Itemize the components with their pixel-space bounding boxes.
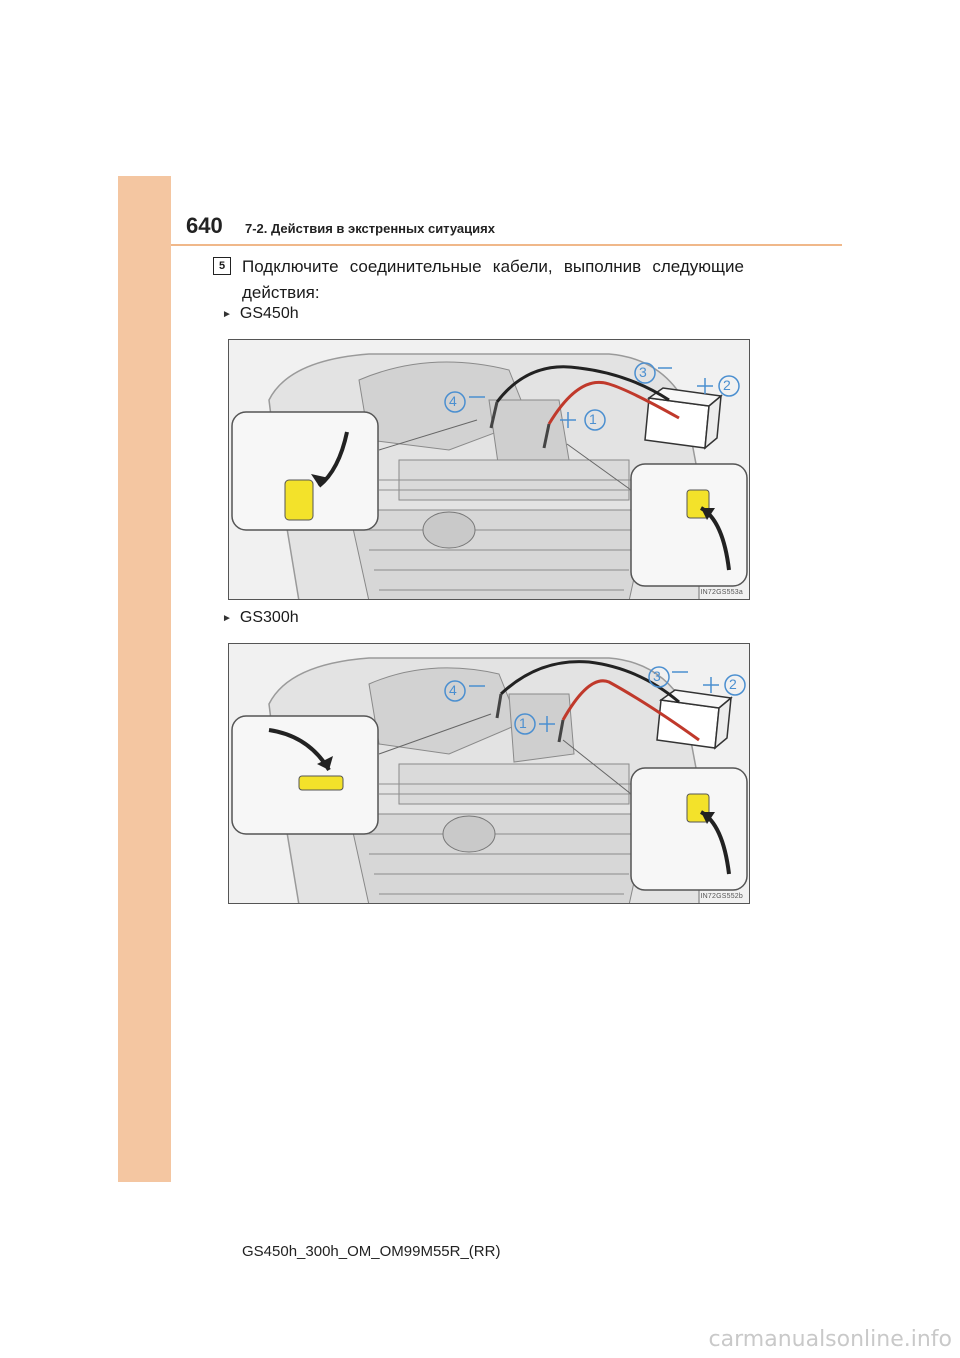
variant-label-gs450h: ► GS450h [222,305,299,322]
figure-code: IN72GS553a [700,589,743,596]
callout-4: 4 [449,682,457,698]
footer-doc-id: GS450h_300h_OM_OM99M55R_(RR) [242,1243,501,1260]
figure-gs300h: 3 2 4 1 IN72GS552b [228,643,750,904]
sidebar-tab [118,176,171,1182]
triangle-bullet-icon: ► [222,612,232,624]
callout-1: 1 [519,715,527,731]
page-number: 640 [186,213,223,238]
engine-illustration [231,657,748,903]
variant-label-gs300h: ► GS300h [222,609,299,626]
triangle-bullet-icon: ► [222,308,232,320]
step-instruction: Подключите соединительные кабели, выполн… [242,257,744,302]
figure-gs450h: 3 2 4 1 IN72GS553a [228,339,750,600]
watermark: carmanualsonline.info [708,1327,952,1352]
callout-2: 2 [729,676,737,692]
figure-code: IN72GS552b [700,893,743,900]
callout-4: 4 [449,393,457,409]
callout-2: 2 [723,377,731,393]
callout-3: 3 [653,668,661,684]
section-title: 7-2. Действия в экстренных ситуациях [245,221,495,236]
engine-illustration [231,353,748,599]
callout-3: 3 [639,364,647,380]
step-number-badge: 5 [213,257,231,275]
header-rule [171,244,842,246]
callout-1: 1 [589,411,597,427]
